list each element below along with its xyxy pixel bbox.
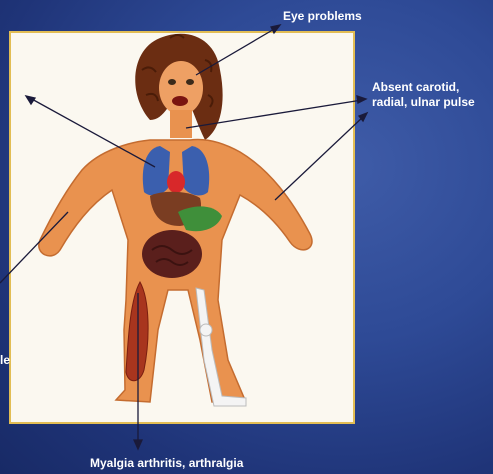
intestines bbox=[142, 230, 202, 278]
label-absent-pulse: Absent carotid, radial, ulnar pulse bbox=[372, 80, 490, 110]
heart bbox=[167, 171, 185, 193]
mouth bbox=[172, 96, 188, 106]
face bbox=[159, 61, 203, 115]
arrow-bottom bbox=[134, 440, 142, 449]
left-eye bbox=[168, 79, 176, 85]
pointer-radial bbox=[275, 116, 364, 200]
right-eye bbox=[186, 79, 194, 85]
knee-joint bbox=[200, 324, 212, 336]
pointer-upper-left bbox=[30, 98, 155, 167]
arrow-carotid bbox=[357, 96, 366, 103]
label-eye-problems: Eye problems bbox=[283, 9, 362, 24]
arrow-upper-left bbox=[26, 96, 35, 104]
label-myalgia: Myalgia arthritis, arthralgia bbox=[90, 456, 243, 471]
neck bbox=[170, 110, 192, 138]
label-left-truncated: le bbox=[0, 353, 10, 368]
arrow-eye bbox=[271, 25, 280, 33]
